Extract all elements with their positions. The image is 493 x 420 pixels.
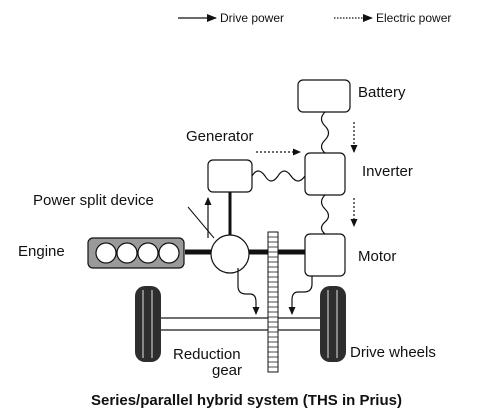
inverter-box <box>304 152 346 196</box>
drive-wheel-right <box>320 286 346 362</box>
drive-wheel-left <box>135 286 161 362</box>
split-to-wheels-arrow <box>237 268 260 315</box>
reduction-gear <box>267 231 279 373</box>
motor-box <box>304 233 346 277</box>
electric-wiring <box>251 111 330 235</box>
legend-drive-power-label: Drive power <box>220 11 285 25</box>
engine <box>87 237 185 269</box>
motor-to-wheels-arrow <box>288 276 313 315</box>
reduction-gear-label-line1: Reduction <box>173 346 241 363</box>
engine-label: Engine <box>18 243 65 260</box>
battery-label: Battery <box>358 84 406 101</box>
battery-box <box>297 79 351 113</box>
diagram-caption: Series/parallel hybrid system (THS in Pr… <box>91 392 402 409</box>
inverter-label: Inverter <box>362 163 413 180</box>
drive-wheels-label: Drive wheels <box>350 344 436 361</box>
electric-power-arrows <box>256 122 358 227</box>
axle <box>149 317 341 331</box>
shafts <box>185 192 320 255</box>
generator-label: Generator <box>186 128 254 145</box>
generator-box <box>207 159 253 193</box>
motor-label: Motor <box>358 248 397 265</box>
power-split-device-label: Power split device <box>33 192 154 209</box>
power-split-leader <box>187 206 215 239</box>
reduction-gear-label-line2: gear <box>212 362 243 379</box>
power-split-device <box>210 234 250 274</box>
legend-electric-power-label: Electric power <box>376 11 452 25</box>
